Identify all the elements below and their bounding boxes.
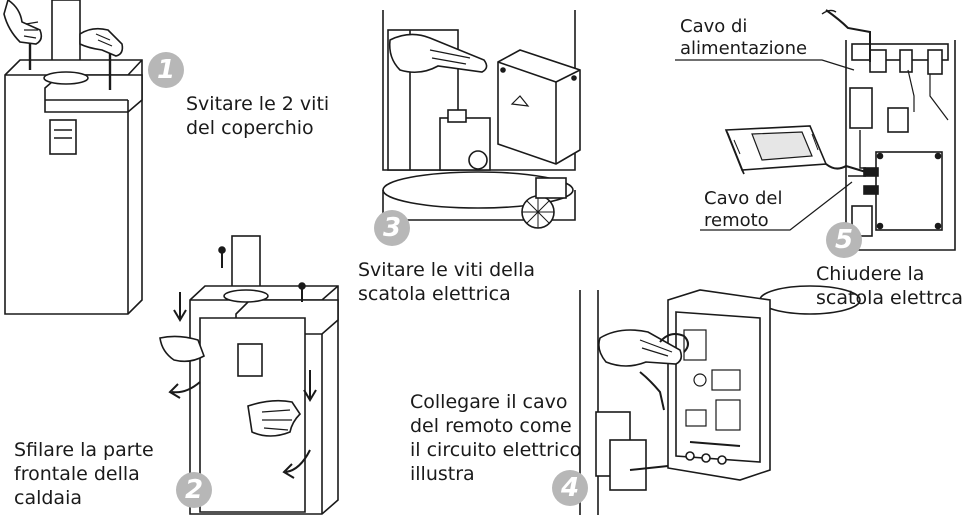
remote-cable-line-2: remoto xyxy=(704,210,769,231)
step-4-badge: 4 xyxy=(552,470,588,506)
step-4-line-4: illustra xyxy=(410,463,475,485)
step-2-badge: 2 xyxy=(176,472,212,508)
panel-3-electrical-box-illustration xyxy=(382,10,581,229)
step-2-caption: Sfilare la parte frontale della caldaia xyxy=(14,438,154,510)
remote-cable-callout: Cavo del remoto xyxy=(704,188,783,232)
power-cable-line-1: Cavo di xyxy=(680,16,748,37)
panel-1-boiler-illustration xyxy=(3,0,143,315)
step-1-badge: 1 xyxy=(148,52,184,88)
step-5-line-2: scatola elettrca xyxy=(816,287,962,309)
step-3-caption: Svitare le viti della scatola elettrica xyxy=(358,258,535,306)
step-3-badge: 3 xyxy=(374,210,410,246)
step-5-badge: 5 xyxy=(826,222,862,258)
step-3-line-2: scatola elettrica xyxy=(358,283,511,305)
step-4-line-3: il circuito elettrico xyxy=(410,439,582,461)
power-cable-line-2: alimentazione xyxy=(680,38,808,59)
step-1-line-2: del coperchio xyxy=(186,117,314,139)
step-4-line-1: Collegare il cavo xyxy=(410,391,568,413)
step-2-line-3: caldaia xyxy=(14,487,82,509)
step-3-line-1: Svitare le viti della xyxy=(358,259,536,281)
step-5-caption: Chiudere la scatola elettrca xyxy=(816,262,962,310)
power-cable-callout: Cavo di alimentazione xyxy=(680,16,807,60)
step-4-caption: Collegare il cavo del remoto come il cir… xyxy=(410,390,581,486)
step-1-caption: Svitare le 2 viti del coperchio xyxy=(186,92,329,140)
panel-2-boiler-illustration xyxy=(159,235,339,515)
panel-4-wiring-illustration xyxy=(579,285,861,515)
step-5-line-1: Chiudere la xyxy=(816,263,925,285)
step-2-line-2: frontale della xyxy=(14,463,140,485)
panel-5-remote-wiring-illustration xyxy=(675,9,956,251)
step-2-line-1: Sfilare la parte xyxy=(14,439,154,461)
step-1-line-1: Svitare le 2 viti xyxy=(186,93,330,115)
step-4-line-2: del remoto come xyxy=(410,415,572,437)
remote-cable-line-1: Cavo del xyxy=(704,188,783,209)
